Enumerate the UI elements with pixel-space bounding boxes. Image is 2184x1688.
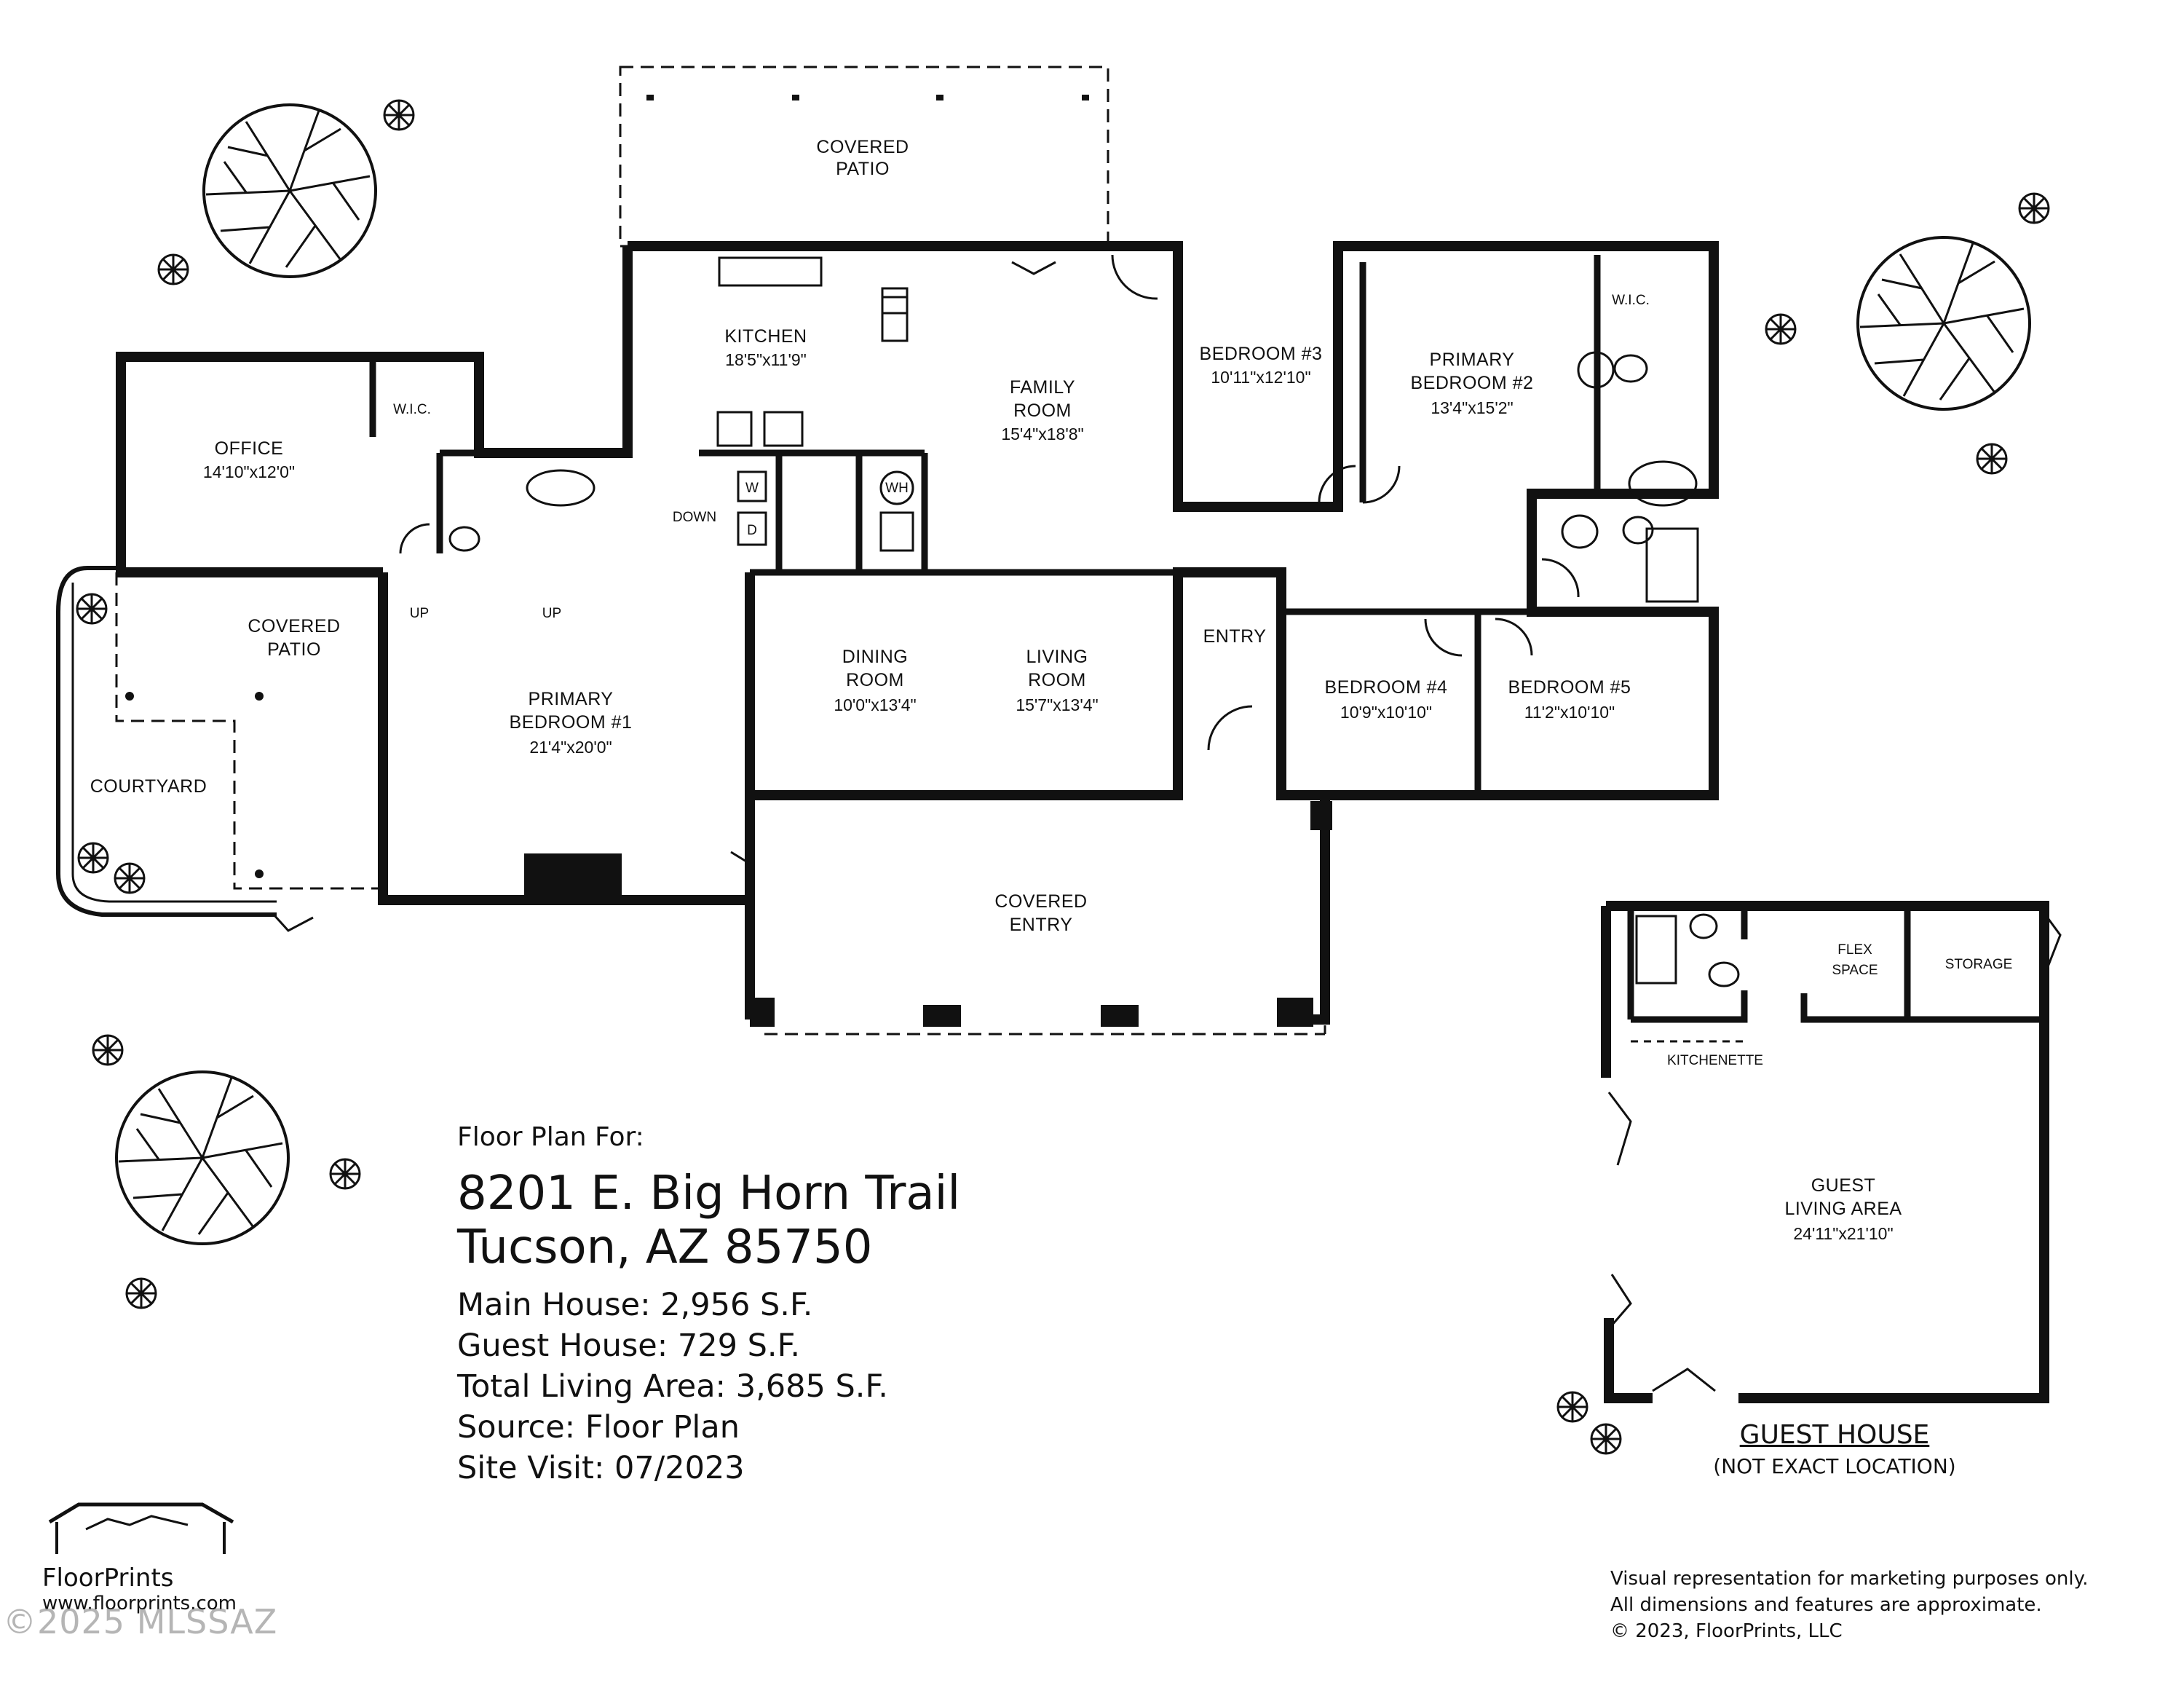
shrub-icon — [1590, 1423, 1622, 1455]
dryer-label: D — [747, 523, 757, 538]
bathtub-hall — [1645, 527, 1699, 603]
washer-label: W — [745, 481, 759, 496]
disclaimer-line-2: All dimensions and features are approxim… — [1610, 1594, 2042, 1616]
covered-patio-top-label: COVERED — [816, 137, 909, 157]
guest-house-wall — [1606, 901, 2049, 1403]
family-room-dim: 15'4"x18'8" — [1001, 425, 1083, 443]
guest-living-label-2: LIVING AREA — [1784, 1199, 1902, 1219]
bedroom3-dim: 10'11"x12'10" — [1211, 368, 1310, 387]
disclaimer: Visual representation for marketing purp… — [1610, 1566, 2089, 1644]
shrub-icon — [92, 1034, 124, 1066]
primary-bedroom1-dim: 21'4"x20'0" — [529, 738, 612, 757]
shrub-icon — [77, 842, 109, 874]
covered-entry-label-2: ENTRY — [1010, 915, 1073, 935]
shrub-icon — [329, 1158, 361, 1190]
covered-entry-label: COVERED — [994, 891, 1087, 912]
shrub-icon — [114, 862, 146, 894]
kitchen-label: KITCHEN — [724, 326, 807, 347]
primary-bedroom1-label-2: BEDROOM #1 — [510, 712, 633, 733]
guest-living-label: GUEST — [1811, 1175, 1876, 1196]
property-info: Floor Plan For: 8201 E. Big Horn Trail T… — [457, 1124, 960, 1488]
office-dim: 14'10"x12'0" — [203, 462, 295, 481]
shrub-icon — [1976, 443, 2008, 475]
living-room-label: LIVING — [1026, 647, 1088, 667]
logo-brand: FloorPrints — [42, 1563, 174, 1593]
fireplace — [524, 853, 622, 900]
kitchen-dim: 18'5"x11'9" — [725, 350, 807, 369]
water-heater-label: WH — [885, 481, 909, 496]
site-visit: Site Visit: 07/2023 — [457, 1450, 745, 1486]
office-label: OFFICE — [215, 438, 284, 459]
disclaimer-line-3: © 2023, FloorPrints, LLC — [1610, 1620, 1843, 1642]
total-living-area: Total Living Area: 3,685 S.F. — [457, 1368, 888, 1405]
main-house-area: Main House: 2,956 S.F. — [457, 1287, 813, 1323]
primary-bedroom2-dim: 13'4"x15'2" — [1431, 398, 1513, 417]
primary-suite-wall — [378, 572, 755, 905]
guest-living-dim: 24'11"x21'10" — [1793, 1224, 1893, 1243]
tree-icon — [115, 1070, 290, 1245]
floor-plan-for: Floor Plan For: — [457, 1122, 644, 1152]
courtyard-label: COURTYARD — [90, 776, 207, 797]
covered-patio-left-label-2: PATIO — [267, 639, 321, 660]
guest-house-caption: GUEST HOUSE (NOT EXACT LOCATION) — [1689, 1420, 1980, 1478]
shrub-icon — [1765, 313, 1797, 345]
primary-bedroom2-label: PRIMARY — [1430, 350, 1515, 370]
primary-bedroom1-label: PRIMARY — [529, 689, 614, 709]
up-label-1: UP — [410, 606, 429, 621]
guest-house-note: (NOT EXACT LOCATION) — [1713, 1454, 1956, 1478]
living-room-label-2: ROOM — [1028, 670, 1086, 690]
shrub-icon — [76, 593, 108, 625]
guest-house-title: GUEST HOUSE — [1739, 1420, 1930, 1450]
covered-patio-left-outline — [115, 572, 379, 890]
wic-right-label: W.I.C. — [1612, 293, 1650, 308]
mls-watermark: ©2025 MLSSAZ — [3, 1602, 278, 1641]
family-room-label: FAMILY — [1010, 377, 1075, 398]
dining-room-label: DINING — [842, 647, 909, 667]
wic-left-label: W.I.C. — [393, 402, 431, 417]
dining-room-label-2: ROOM — [846, 670, 904, 690]
house-logo-icon — [48, 1502, 234, 1554]
source: Source: Floor Plan — [457, 1409, 740, 1446]
living-room-dim: 15'7"x13'4" — [1016, 695, 1098, 714]
flex-space-label: FLEX — [1837, 942, 1872, 958]
bedroom4-dim: 10'9"x10'10" — [1340, 703, 1432, 722]
dining-room-dim: 10'0"x13'4" — [834, 695, 916, 714]
bedroom5-label: BEDROOM #5 — [1508, 677, 1631, 698]
covered-patio-top-outline — [619, 66, 1109, 248]
bathtub-primary2 — [1628, 460, 1698, 507]
storage-label: STORAGE — [1945, 957, 2013, 972]
bedroom5-dim: 11'2"x10'10" — [1524, 703, 1615, 722]
up-label-2: UP — [542, 606, 561, 621]
guest-house-area: Guest House: 729 S.F. — [457, 1328, 801, 1364]
shrub-icon — [125, 1277, 157, 1309]
bedroom3-label: BEDROOM #3 — [1200, 344, 1323, 364]
address-line-1: 8201 E. Big Horn Trail — [457, 1167, 961, 1220]
floorprints-logo: FloorPrints www.floorprints.com — [42, 1500, 253, 1614]
courtyard-wall — [56, 566, 277, 917]
shrub-icon — [1556, 1391, 1588, 1423]
logo-url: www.floorprints.com — [42, 1593, 237, 1614]
bathtub-primary1 — [526, 469, 596, 507]
flex-space-label-2: SPACE — [1832, 963, 1878, 978]
shrub-icon — [2018, 192, 2050, 224]
covered-patio-left-label: COVERED — [248, 616, 340, 636]
bedroom4-label: BEDROOM #4 — [1325, 677, 1448, 698]
down-label: DOWN — [673, 510, 716, 525]
tree-icon — [202, 103, 377, 278]
entry-label: ENTRY — [1203, 626, 1267, 647]
covered-patio-top-label-2: PATIO — [836, 159, 890, 179]
family-room-label-2: ROOM — [1013, 401, 1072, 421]
shrub-icon — [157, 253, 189, 285]
shrub-icon — [383, 99, 415, 131]
address-line-2: Tucson, AZ 85750 — [457, 1220, 873, 1274]
primary-bedroom2-label-2: BEDROOM #2 — [1411, 373, 1534, 393]
disclaimer-line-1: Visual representation for marketing purp… — [1610, 1568, 2089, 1590]
kitchenette-label: KITCHENETTE — [1667, 1053, 1763, 1068]
tree-icon — [1856, 236, 2031, 411]
